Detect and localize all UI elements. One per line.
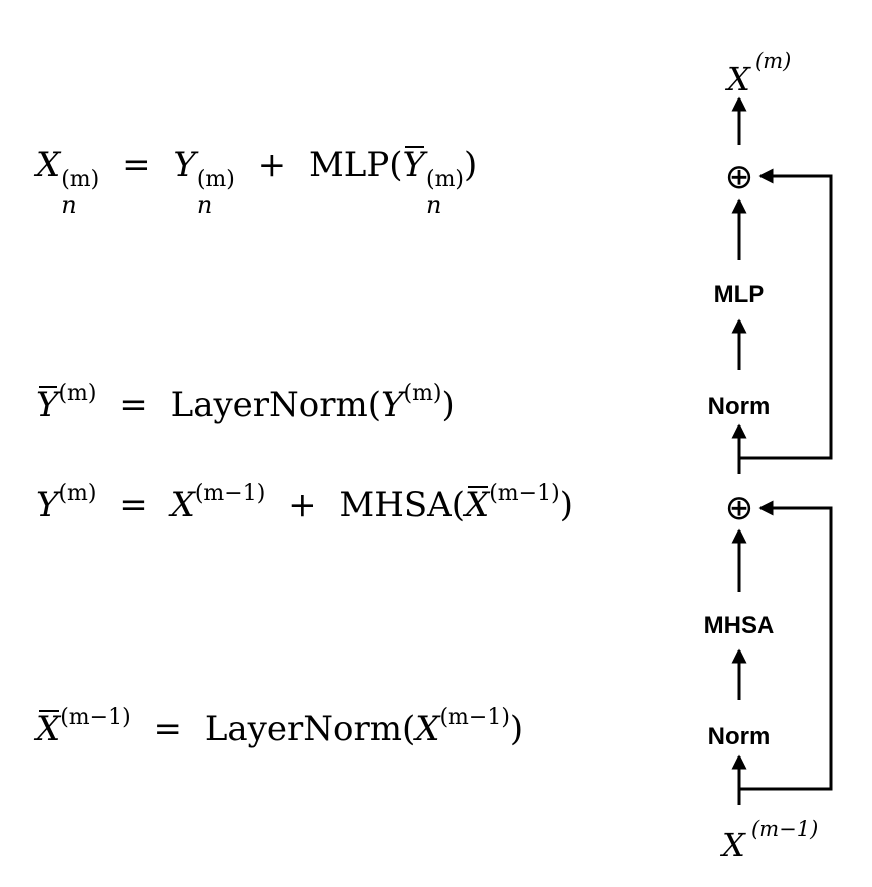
eq2-arg-sup: (m) bbox=[403, 381, 442, 406]
mhsa-block-label: MHSA bbox=[704, 612, 775, 639]
residual-path-bottom bbox=[739, 500, 833, 791]
eq3-plus: + bbox=[288, 485, 317, 525]
eq4-arg-sup: (m−1) bbox=[439, 705, 510, 730]
eq4-arg-var: X bbox=[415, 709, 440, 749]
equation-layernorm-y: Y(m) = LayerNorm(Y(m)) bbox=[36, 381, 455, 425]
eq4-function: LayerNorm bbox=[204, 709, 402, 749]
eq3-close-paren: ) bbox=[559, 485, 573, 525]
eq3-function: MHSA bbox=[339, 485, 452, 525]
eq1-plus: + bbox=[257, 145, 287, 185]
eq1-equals: = bbox=[122, 145, 151, 185]
eq2-arg-var: Y bbox=[381, 385, 404, 425]
eq3-equals: = bbox=[119, 485, 148, 525]
output-var-label: X bbox=[724, 60, 751, 98]
norm-block-bottom-label: Norm bbox=[708, 723, 771, 750]
eq4-close-paren: ) bbox=[509, 709, 524, 749]
eq3-open-paren: ( bbox=[451, 485, 465, 525]
eq2-open-paren: ( bbox=[367, 385, 382, 425]
eq1-term1-var: Y bbox=[173, 145, 196, 185]
eq1-term1-sup: (m) bbox=[196, 167, 235, 192]
equation-layernorm-x: X(m−1) = LayerNorm(X(m−1)) bbox=[36, 705, 524, 749]
eq1-open-paren: ( bbox=[389, 145, 403, 185]
eq3-term1-var: X bbox=[170, 485, 195, 525]
eq2-equals: = bbox=[119, 385, 148, 425]
eq1-arg-sub: n bbox=[425, 191, 442, 219]
eq1-close-paren: ) bbox=[464, 145, 478, 185]
eq2-function: LayerNorm bbox=[170, 385, 368, 425]
eq1-lhs-sub: n bbox=[61, 191, 77, 219]
eq4-equals: = bbox=[153, 709, 183, 749]
eq3-term1-sup: (m−1) bbox=[194, 481, 266, 506]
eq1-lhs-sup: (m) bbox=[61, 167, 100, 192]
eq3-lhs-var: Y bbox=[36, 485, 59, 525]
equation-mlp-residual: X(m)n = Y(m)n + MLP(Y(m)n) bbox=[36, 145, 478, 219]
add-node-bottom: ⊕ bbox=[725, 488, 754, 528]
input-var-label: X bbox=[719, 826, 746, 864]
eq4-lhs-sup: (m−1) bbox=[60, 705, 131, 730]
equation-mhsa-residual: Y(m) = X(m−1) + MHSA(X(m−1)) bbox=[36, 481, 573, 525]
eq1-term1-sub: n bbox=[196, 191, 213, 219]
eq2-lhs-sup: (m) bbox=[58, 381, 97, 406]
eq1-function: MLP bbox=[308, 145, 390, 185]
add-node-top: ⊕ bbox=[725, 157, 754, 197]
input-var-sup: (m−1) bbox=[751, 817, 818, 841]
norm-block-top-label: Norm bbox=[708, 393, 771, 420]
eq3-arg-var: X bbox=[465, 485, 490, 525]
residual-path-top bbox=[739, 168, 833, 460]
eq1-lhs-var: X bbox=[36, 145, 61, 185]
eq2-close-paren: ) bbox=[441, 385, 455, 425]
output-var-sup: (m) bbox=[755, 49, 791, 73]
eq3-lhs-sup: (m) bbox=[58, 481, 97, 506]
eq1-arg-var: Y bbox=[402, 145, 425, 185]
eq1-arg-sup: (m) bbox=[425, 167, 465, 192]
mlp-block-label: MLP bbox=[714, 281, 765, 308]
eq2-lhs-var: Y bbox=[36, 385, 59, 425]
eq4-lhs-var: X bbox=[36, 709, 61, 749]
eq4-open-paren: ( bbox=[401, 709, 416, 749]
eq3-arg-sup: (m−1) bbox=[489, 481, 560, 506]
